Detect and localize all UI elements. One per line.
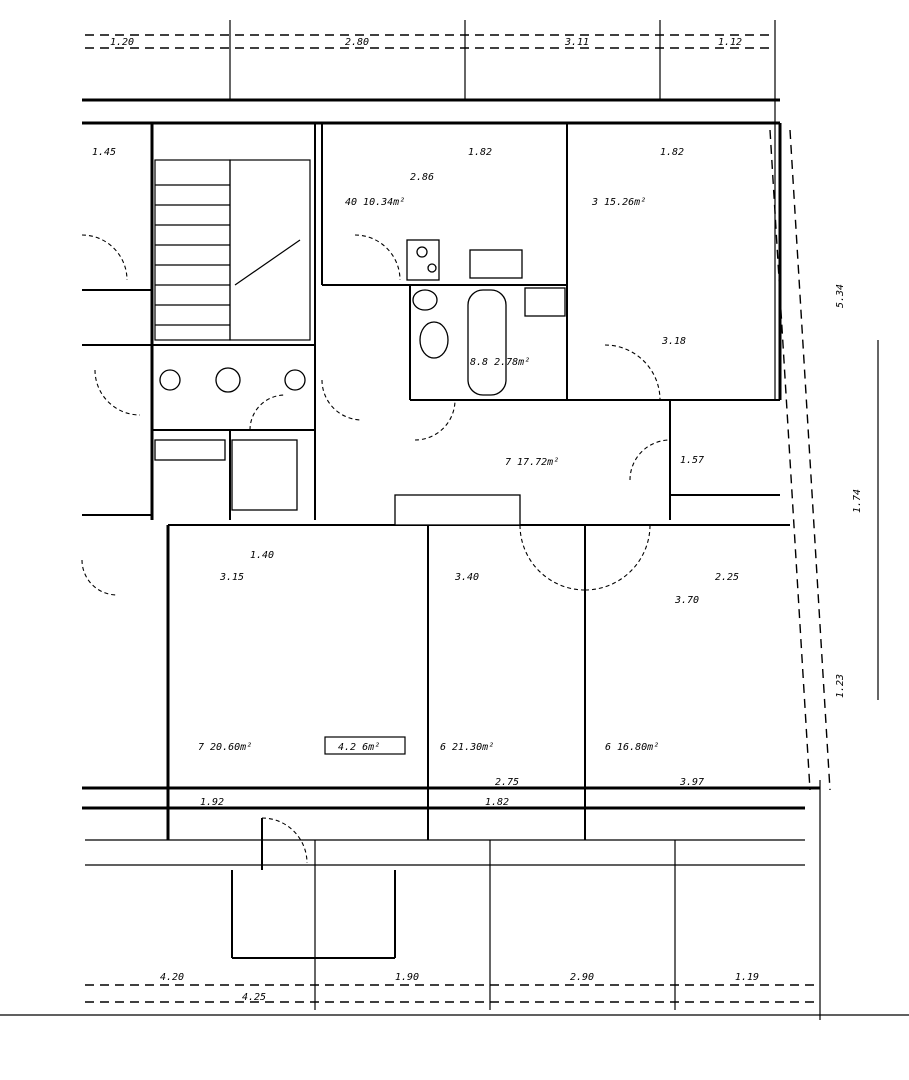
door-swings (81, 234, 671, 870)
inner-dim-14: 3.40 (454, 572, 479, 583)
room-label-5: 7 20.60m² (198, 742, 252, 753)
bottom-dim-3: 2.90 (570, 972, 594, 983)
inner-dim-8: 3.18 (661, 336, 686, 347)
top-dim-4: 1.12 (718, 37, 742, 48)
top-dim-3: 3.11 (564, 37, 589, 48)
room-label-6: 4.2 6m² (338, 742, 380, 753)
room-label-2: 3 15.26m² (591, 197, 646, 208)
inner-dim-6: 3.15 (219, 572, 244, 583)
bottom-dim-1: 4.20 (160, 972, 184, 983)
inner-dimensions: 1.45 1.82 1.82 1.82 1.92 3.15 2.86 3.18 … (92, 147, 739, 808)
room-label-7: 6 21.30m² (440, 742, 494, 753)
interior-walls (82, 123, 790, 840)
right-dimension-lines: 5.34 1.74 1.23 (835, 284, 879, 700)
inner-dim-11: 1.57 (680, 455, 704, 466)
inner-dim-15: 3.70 (674, 595, 699, 606)
staircase (154, 159, 311, 341)
inner-dim-9: 2.25 (715, 572, 739, 583)
exterior-walls (82, 98, 831, 840)
inner-dim-2: 1.82 (468, 147, 492, 158)
room-label-1: 40 10.34m² (345, 197, 405, 208)
bottom-dim-4: 1.19 (735, 972, 759, 983)
inner-dim-13: 1.40 (250, 550, 274, 561)
room-label-3: 7 17.72m² (505, 457, 559, 468)
right-dim-3: 1.23 (835, 674, 846, 698)
balcony (85, 839, 805, 959)
inner-dim-1: 1.45 (92, 147, 116, 158)
bottom-dimension-lines: 4.20 1.90 2.90 1.19 4.25 (0, 780, 909, 1020)
bottom-total-dim: 4.25 (242, 992, 266, 1003)
top-dim-1: 1.20 (110, 37, 134, 48)
bottom-dim-2: 1.90 (395, 972, 419, 983)
inner-dim-7: 2.86 (410, 172, 434, 183)
inner-dim-12: 3.97 (679, 777, 704, 788)
inner-dim-10: 2.75 (495, 777, 519, 788)
inner-dim-3: 1.82 (660, 147, 684, 158)
inner-dim-4: 1.82 (485, 797, 509, 808)
room-label-4: 8.8 2.78m² (470, 357, 530, 368)
inner-dim-5: 1.92 (200, 797, 224, 808)
top-dimension-lines: 1.20 2.80 3.11 1.12 (85, 20, 776, 400)
top-dim-2: 2.80 (345, 37, 369, 48)
room-labels: 40 10.34m² 3 15.26m² 7 17.72m² 8.8 2.78m… (198, 197, 659, 755)
room-label-8: 6 16.80m² (605, 742, 659, 753)
right-dim-2: 1.74 (852, 489, 863, 513)
right-dim-1: 5.34 (835, 284, 846, 308)
fixtures (154, 239, 566, 526)
